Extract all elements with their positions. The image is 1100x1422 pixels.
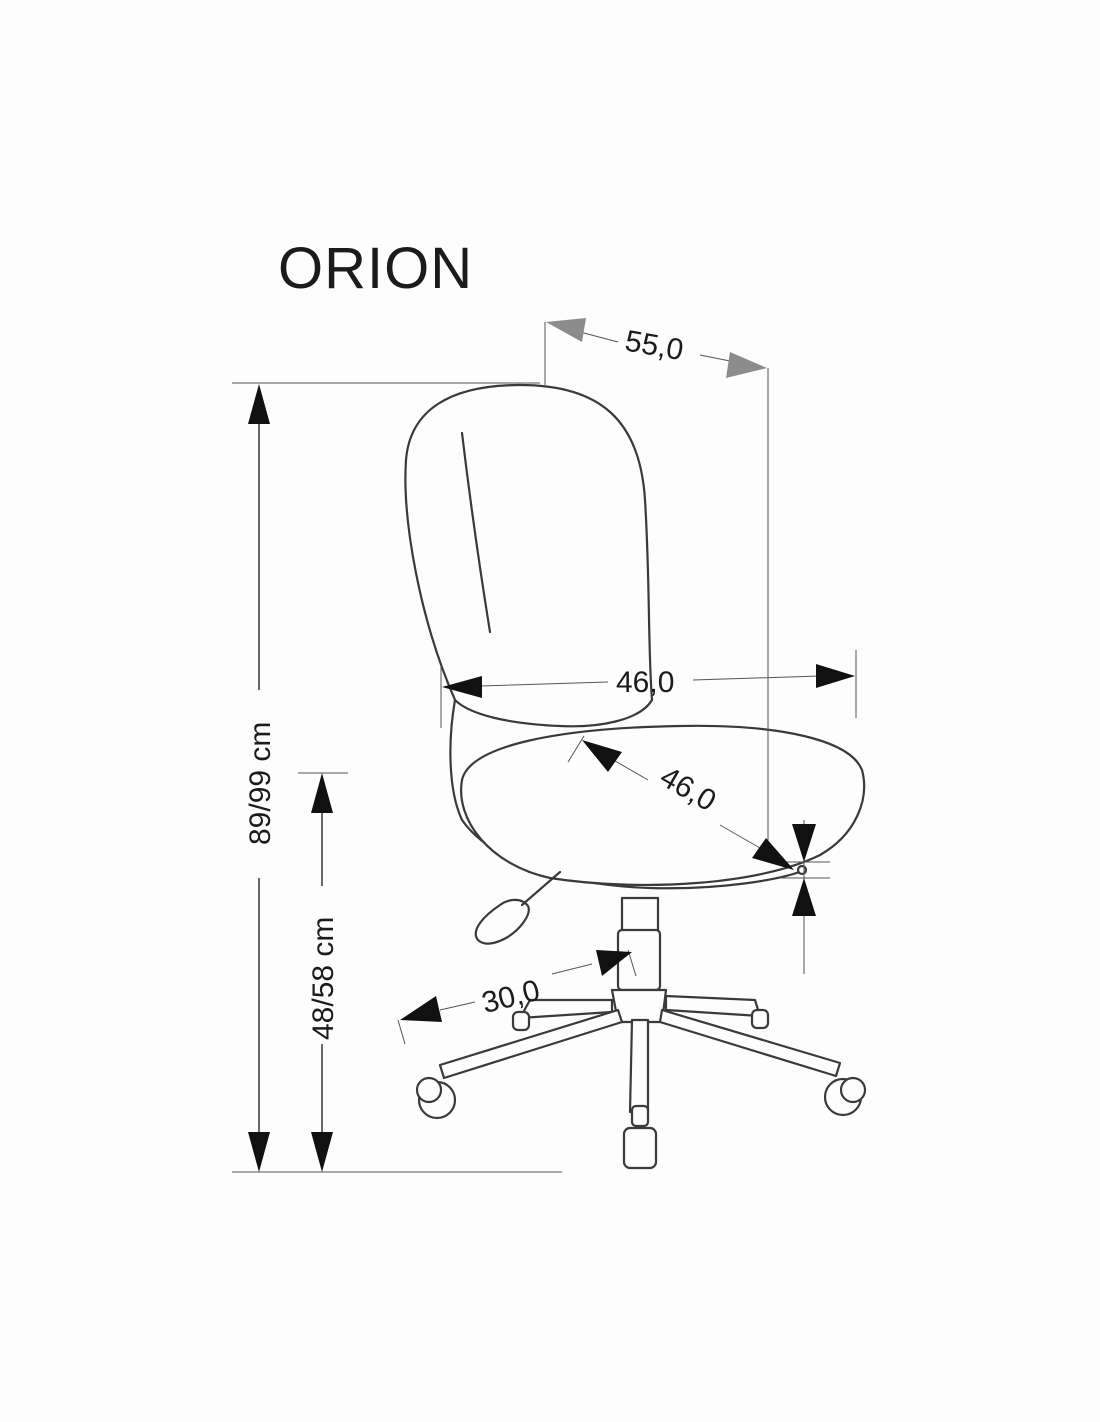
arrowhead-width-left bbox=[546, 318, 586, 342]
base-leg-right bbox=[664, 994, 762, 1018]
arrowhead-seat-height-bottom bbox=[311, 1132, 333, 1172]
dim-seat-width: 46,0 bbox=[442, 664, 855, 699]
caster-front bbox=[622, 1126, 658, 1170]
chair-lever bbox=[474, 870, 562, 945]
label-total-height: 89/99 cm bbox=[244, 722, 277, 845]
caster-front-right-rear bbox=[839, 1076, 867, 1104]
label-seat-width: 46,0 bbox=[616, 666, 674, 699]
extension-lines bbox=[232, 322, 857, 1173]
caster-front-stem bbox=[630, 1104, 650, 1128]
base-leg-front bbox=[628, 1018, 650, 1114]
arrowhead-seat-depth-front bbox=[752, 838, 794, 870]
caster-front-left-rear bbox=[415, 1076, 443, 1104]
backrest-seam bbox=[460, 431, 492, 634]
dim-overall-width: 55,0 bbox=[546, 318, 767, 378]
chair-drawing bbox=[404, 383, 867, 1170]
base-leg-front-left bbox=[438, 1008, 624, 1080]
arrowhead-height-bottom bbox=[248, 1132, 270, 1172]
arrowhead-seat-width-right bbox=[816, 664, 855, 688]
seat-knob bbox=[796, 864, 808, 876]
caster-back-right bbox=[750, 1008, 770, 1030]
dim-seat-thickness bbox=[792, 824, 816, 916]
arrowhead-seat-width-left bbox=[442, 676, 482, 698]
gas-cylinder-top bbox=[620, 896, 660, 935]
arrowhead-seat-depth-back bbox=[582, 740, 622, 772]
gas-cylinder bbox=[616, 928, 662, 992]
ext-base-center bbox=[627, 949, 637, 977]
dim-seat-height: 48/58 cm bbox=[307, 773, 340, 1172]
arrowhead-height-top bbox=[248, 384, 270, 424]
product-title: ORION bbox=[278, 236, 474, 301]
arrowhead-width-right bbox=[726, 352, 767, 378]
arrowhead-base-left bbox=[400, 996, 442, 1022]
ext-base-left bbox=[397, 1019, 406, 1045]
label-seat-height: 48/58 cm bbox=[307, 917, 340, 1040]
base-leg-front-right bbox=[658, 1008, 842, 1078]
ext-seat-depth-back bbox=[567, 735, 585, 763]
arrowhead-base-right bbox=[596, 950, 632, 976]
arrowhead-thick-top bbox=[792, 824, 816, 862]
dim-total-height: 89/99 cm bbox=[244, 384, 277, 1172]
label-overall-width: 55,0 bbox=[623, 325, 686, 368]
arrowhead-thick-bottom bbox=[792, 878, 816, 916]
arrowhead-seat-height-top bbox=[311, 773, 333, 813]
caster-back-left bbox=[511, 1010, 531, 1032]
